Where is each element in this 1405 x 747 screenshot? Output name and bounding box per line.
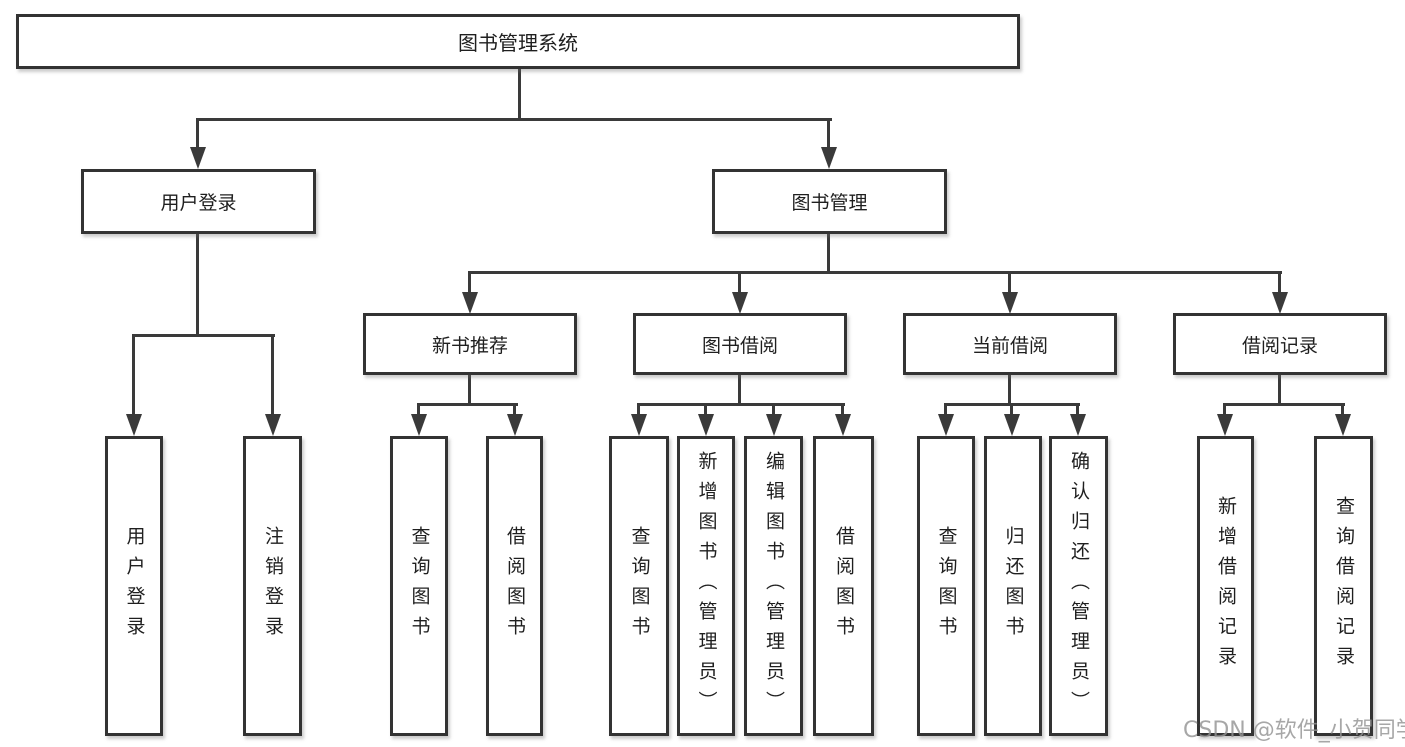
leaf-cb-query-books-label: 查询图书 <box>935 526 958 646</box>
arrow-down-icon <box>411 414 427 436</box>
connector-line-v <box>704 403 707 415</box>
node-current-borrowing-label: 当前借阅 <box>971 334 1048 357</box>
leaf-bb-add-books-admin-label: 新增图书（管理员） <box>695 451 718 721</box>
arrow-down-icon <box>1004 414 1020 436</box>
connector-line-v <box>827 118 830 148</box>
leaf-cb-confirm-return-admin: 确认归还（管理员） <box>1049 436 1108 736</box>
leaf-br-add-borrow-record: 新增借阅记录 <box>1197 436 1254 736</box>
connector-line-v <box>271 334 274 415</box>
node-book-management: 图书管理 <box>712 169 947 234</box>
connector-line-v <box>738 373 741 406</box>
arrow-down-icon <box>835 414 851 436</box>
arrow-down-icon <box>1070 414 1086 436</box>
leaf-bb-borrow-books-label: 借阅图书 <box>833 526 855 646</box>
connector-line-v <box>132 334 135 415</box>
connector-line-v <box>518 66 521 121</box>
leaf-nbr-borrow-books-label: 借阅图书 <box>504 526 526 646</box>
leaf-bb-edit-books-admin-label: 编辑图书（管理员） <box>763 451 785 721</box>
leaf-bb-add-books-admin: 新增图书（管理员） <box>677 436 735 736</box>
arrow-down-icon <box>631 414 647 436</box>
connector-line-v <box>1278 373 1281 406</box>
leaf-logout: 注销登录 <box>243 436 302 736</box>
connector-line-v <box>1223 403 1226 415</box>
leaf-bb-borrow-books: 借阅图书 <box>813 436 874 736</box>
node-user-login-label: 用户登录 <box>160 192 237 214</box>
connector-line-v <box>196 232 199 337</box>
arrow-down-icon <box>190 147 206 169</box>
arrow-down-icon <box>1002 292 1018 314</box>
leaf-nbr-query-books: 查询图书 <box>390 436 448 736</box>
arrow-down-icon <box>507 414 523 436</box>
arrow-down-icon <box>1335 414 1351 436</box>
node-root-label: 图书管理系统 <box>458 31 578 55</box>
connector-line-h <box>196 118 832 121</box>
connector-line-v <box>772 403 775 415</box>
arrow-down-icon <box>462 292 478 314</box>
node-current-borrowing: 当前借阅 <box>903 313 1117 375</box>
node-book-borrowing: 图书借阅 <box>633 313 847 375</box>
leaf-bb-query-books-label: 查询图书 <box>628 526 651 646</box>
connector-line-v <box>1278 271 1281 294</box>
connector-line-v <box>1008 373 1011 406</box>
arrow-down-icon <box>1272 292 1288 314</box>
leaf-nbr-query-books-label: 查询图书 <box>408 526 431 646</box>
node-root: 图书管理系统 <box>16 14 1020 69</box>
leaf-cb-confirm-return-admin-label: 确认归还（管理员） <box>1068 451 1090 721</box>
arrow-down-icon <box>938 414 954 436</box>
node-book-management-label: 图书管理 <box>791 192 868 214</box>
arrow-down-icon <box>1217 414 1233 436</box>
connector-line-v <box>944 403 947 415</box>
leaf-br-add-borrow-record-label: 新增借阅记录 <box>1215 496 1237 676</box>
leaf-nbr-borrow-books: 借阅图书 <box>486 436 543 736</box>
connector-line-v <box>841 403 844 415</box>
arrow-down-icon <box>126 414 142 436</box>
connector-line-h <box>468 271 1282 274</box>
node-user-login: 用户登录 <box>81 169 316 234</box>
connector-line-v <box>1010 403 1013 415</box>
arrow-down-icon <box>766 414 782 436</box>
node-new-book-recommendation-label: 新书推荐 <box>431 334 508 357</box>
connector-line-v <box>1341 403 1344 415</box>
watermark: CSDN @软件_小贺同学 <box>1183 718 1405 743</box>
connector-line-v <box>1008 271 1011 294</box>
connector-line-h <box>637 403 845 406</box>
connector-line-v <box>196 118 199 148</box>
node-book-borrowing-label: 图书借阅 <box>701 334 778 357</box>
connector-line-v <box>827 232 830 274</box>
leaf-cb-query-books: 查询图书 <box>917 436 975 736</box>
node-new-book-recommendation: 新书推荐 <box>363 313 577 375</box>
leaf-user-login-label: 用户登录 <box>123 526 146 646</box>
connector-line-v <box>468 271 471 294</box>
connector-line-v <box>513 403 516 415</box>
arrow-down-icon <box>732 292 748 314</box>
node-borrowing-records-label: 借阅记录 <box>1241 334 1318 357</box>
leaf-cb-return-books-label: 归还图书 <box>1002 526 1025 646</box>
leaf-br-query-borrow-record: 查询借阅记录 <box>1314 436 1373 736</box>
connector-line-h <box>132 334 275 337</box>
connector-line-h <box>1223 403 1345 406</box>
leaf-br-query-borrow-record-label: 查询借阅记录 <box>1333 496 1355 676</box>
arrow-down-icon <box>698 414 714 436</box>
leaf-bb-query-books: 查询图书 <box>609 436 669 736</box>
connector-line-v <box>738 271 741 294</box>
leaf-user-login: 用户登录 <box>105 436 163 736</box>
connector-line-h <box>417 403 518 406</box>
connector-line-v <box>637 403 640 415</box>
arrow-down-icon <box>821 147 837 169</box>
connector-line-v <box>468 373 471 406</box>
arrow-down-icon <box>265 414 281 436</box>
node-borrowing-records: 借阅记录 <box>1173 313 1387 375</box>
leaf-cb-return-books: 归还图书 <box>984 436 1042 736</box>
leaf-bb-edit-books-admin: 编辑图书（管理员） <box>744 436 803 736</box>
connector-line-v <box>417 403 420 415</box>
leaf-logout-label: 注销登录 <box>262 526 284 646</box>
connector-line-v <box>1076 403 1079 415</box>
